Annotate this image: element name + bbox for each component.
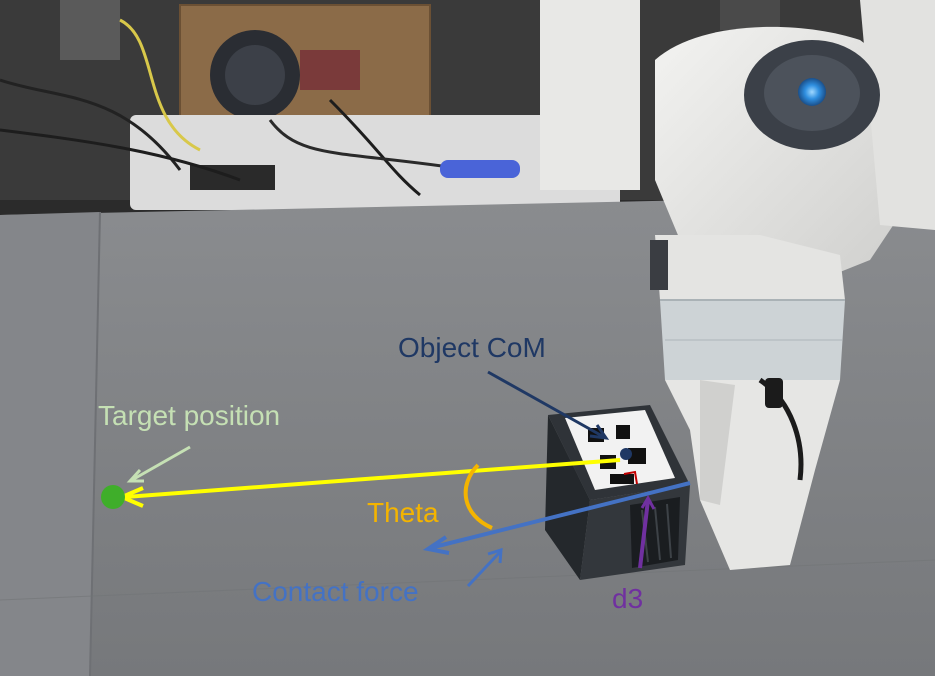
target-dot-icon: [101, 485, 125, 509]
target-vector: [124, 458, 621, 499]
annotation-overlays: [101, 370, 691, 588]
com-pointer: [487, 370, 605, 439]
contact-force-label: Contact force: [252, 576, 419, 607]
target-position-label: Target position: [98, 400, 281, 431]
d3-label: d3: [612, 583, 644, 614]
target-pointer: [131, 445, 191, 482]
theta-arc: [463, 463, 493, 530]
robot-arm-illustration: [650, 0, 935, 570]
theta-label: Theta: [367, 497, 439, 528]
com-dot-icon: [620, 448, 632, 460]
cube-object-illustration: [545, 405, 690, 580]
contact-force-vector: [429, 481, 691, 550]
d3-marker: [638, 499, 650, 569]
perpendicular-marker: [623, 470, 638, 485]
object-com-label: Object CoM: [398, 332, 546, 363]
contact-force-pointer: [466, 550, 502, 588]
